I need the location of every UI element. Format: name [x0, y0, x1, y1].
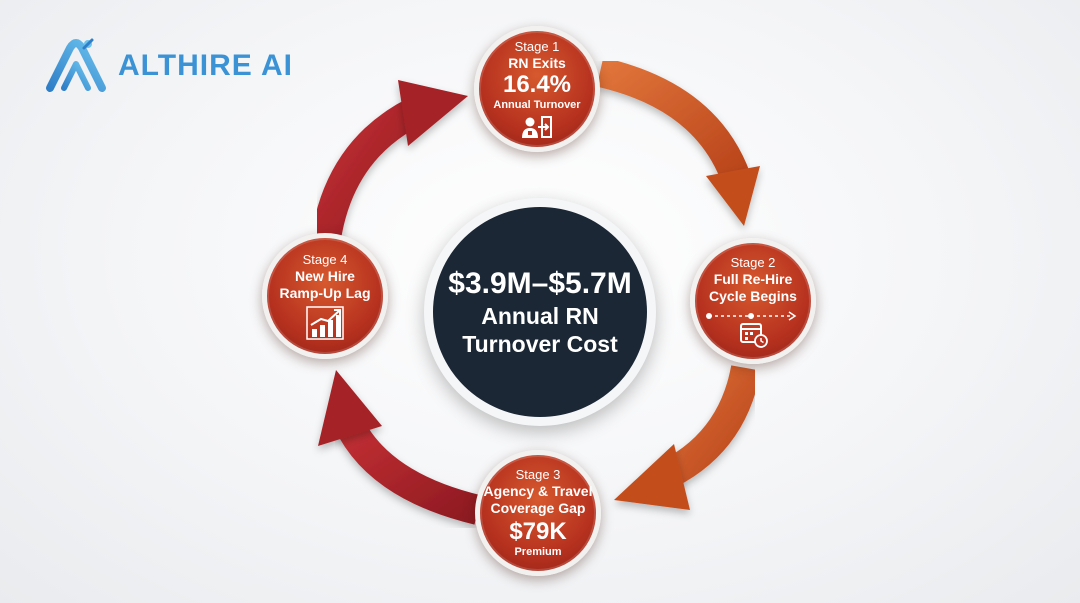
stage-value: 16.4% [502, 71, 572, 98]
arrowhead-stage2 [706, 166, 760, 226]
althire-a-logo-icon [46, 38, 106, 92]
stage-title-line2: Cycle Begins [709, 287, 797, 304]
center-total-cost: $3.9M–$5.7M Annual RN Turnover Cost [424, 198, 656, 426]
nurse-exit-door-icon [522, 116, 552, 138]
stage-title-line1: New Hire [295, 267, 355, 284]
stage-title-line2: Coverage Gap [490, 500, 586, 516]
stage-1-node: Stage 1 RN Exits 16.4% Annual Turnover [474, 26, 600, 152]
brand-logo: ALTHIRE AI [44, 34, 293, 98]
stage-value: $79K [509, 518, 567, 545]
stage-3-node: Stage 3 Agency & Travel Coverage Gap $79… [475, 450, 601, 576]
arrow-stage4-to-stage1 [311, 98, 422, 241]
stage-title: RN Exits [508, 55, 566, 71]
stage-title-line1: Full Re-Hire [713, 270, 793, 287]
stage-value-label: Premium [514, 546, 562, 558]
stage-number: Stage 2 [730, 254, 776, 270]
center-cost-amount: $3.9M–$5.7M [448, 267, 632, 300]
timeline-calendar-clock-icon [706, 310, 797, 348]
growth-bar-chart-icon [306, 305, 344, 340]
arrowhead-stage3 [614, 444, 690, 510]
stage-title-line2: Ramp-Up Lag [279, 284, 371, 301]
stage-value-label: Annual Turnover [493, 99, 581, 111]
brand-name: ALTHIRE AI [118, 49, 293, 82]
arrowhead-stage4 [318, 370, 382, 446]
stage-number: Stage 4 [302, 251, 348, 267]
arrow-stage1-to-stage2 [596, 57, 751, 184]
center-label-line1: Annual RN [481, 303, 599, 329]
stage-number: Stage 3 [515, 467, 561, 482]
arrow-stage3-to-stage4 [334, 415, 482, 525]
center-label-line2: Turnover Cost [462, 331, 618, 357]
arrowhead-stage1 [398, 80, 468, 146]
stage-number: Stage 1 [514, 39, 560, 54]
stage-2-node: Stage 2 Full Re-Hire Cycle Begins [690, 238, 816, 364]
stage-4-node: Stage 4 New Hire Ramp-Up Lag [262, 233, 388, 359]
stage-title-line1: Agency & Travel [483, 483, 593, 499]
